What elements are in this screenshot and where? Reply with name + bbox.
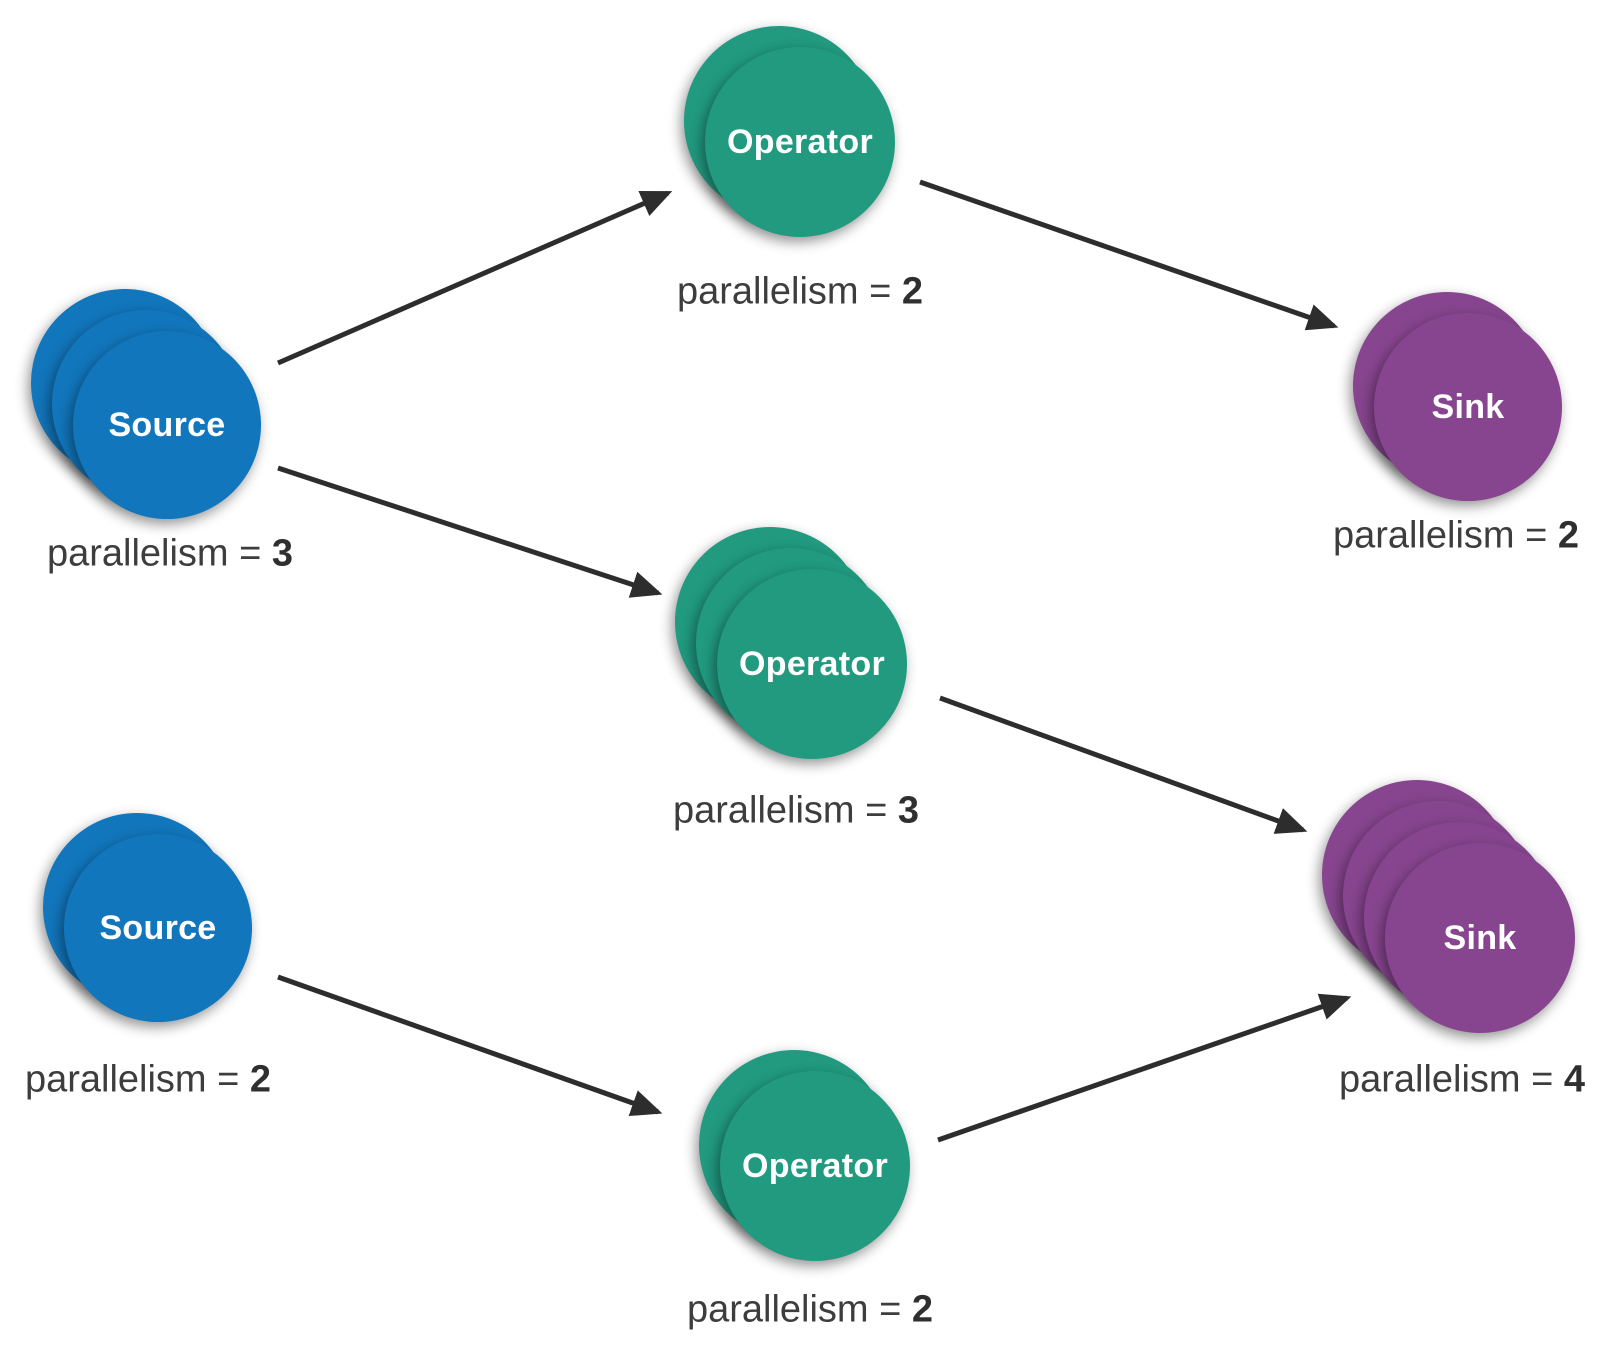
edge-arrow-operator-1-to-sink-1	[919, 179, 1339, 331]
edge-arrow-source-1-to-operator-1	[277, 190, 673, 366]
parallelism-value: 3	[271, 532, 294, 575]
parallelism-label-source-1: parallelism = 3	[47, 533, 293, 576]
parallelism-label-sink-1: parallelism = 2	[1333, 515, 1579, 558]
edge-arrow-source-2-to-operator-3	[277, 974, 663, 1117]
parallelism-label-operator-2: parallelism = 3	[673, 790, 919, 833]
parallelism-prefix: parallelism =	[46, 532, 272, 575]
parallelism-value: 2	[249, 1058, 272, 1101]
parallelism-prefix: parallelism =	[672, 789, 898, 832]
parallelism-label-operator-3: parallelism = 2	[687, 1289, 933, 1332]
parallelism-value: 4	[1563, 1058, 1586, 1101]
node-title-source-2: Source	[99, 908, 217, 947]
parallelism-label-source-2: parallelism = 2	[25, 1059, 271, 1102]
node-title-sink-1: Sink	[1431, 387, 1505, 426]
parallelism-prefix: parallelism =	[1332, 514, 1558, 557]
parallelism-value: 2	[901, 270, 924, 313]
node-title-operator-1: Operator	[727, 122, 873, 161]
sink-circle-front: Sink	[1385, 843, 1575, 1033]
node-title-operator-2: Operator	[739, 644, 885, 683]
parallelism-value: 2	[1557, 514, 1580, 557]
parallelism-prefix: parallelism =	[1338, 1058, 1564, 1101]
parallelism-prefix: parallelism =	[686, 1288, 912, 1331]
parallelism-prefix: parallelism =	[676, 270, 902, 313]
parallelism-label-operator-1: parallelism = 2	[677, 271, 923, 314]
parallelism-value: 2	[911, 1288, 934, 1331]
parallelism-prefix: parallelism =	[24, 1058, 250, 1101]
node-title-sink-2: Sink	[1443, 918, 1517, 957]
operator-circle-front: Operator	[720, 1071, 910, 1261]
node-title-source-1: Source	[108, 405, 226, 444]
parallelism-value: 3	[897, 789, 920, 832]
sink-circle-front: Sink	[1374, 313, 1562, 501]
parallelism-label-sink-2: parallelism = 4	[1339, 1059, 1585, 1102]
operator-circle-front: Operator	[705, 47, 895, 237]
edge-arrow-operator-3-to-sink-2	[937, 993, 1352, 1143]
source-circle-front: Source	[64, 834, 252, 1022]
edge-arrow-operator-2-to-sink-2	[939, 695, 1308, 834]
edge-arrow-source-1-to-operator-2	[277, 465, 663, 598]
operator-circle-front: Operator	[717, 569, 907, 759]
source-circle-front: Source	[73, 331, 261, 519]
node-title-operator-3: Operator	[742, 1146, 888, 1185]
